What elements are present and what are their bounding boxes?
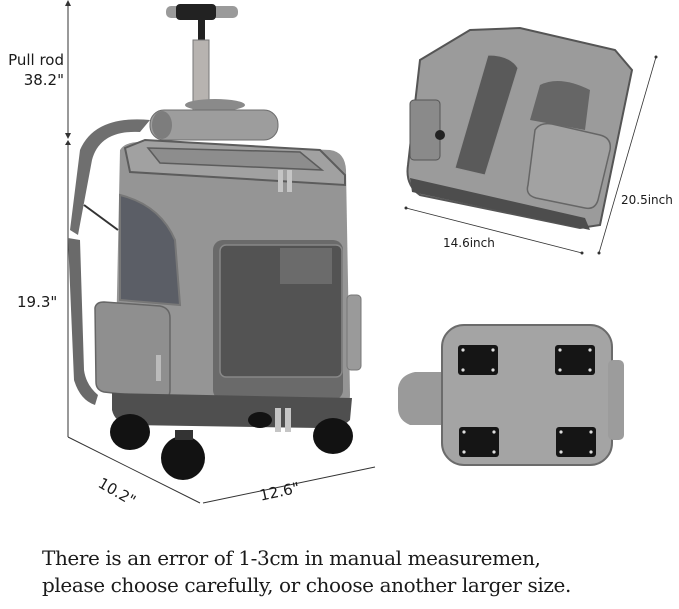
pull-rod-value: 38.2" (23, 71, 64, 89)
carrier-body (94, 138, 362, 432)
pull-rod-dimension: Pull rod 38.2" (0, 50, 64, 90)
dimension-lines-main (67, 2, 376, 504)
folded-carrier (406, 26, 634, 230)
shoulder-strap (68, 119, 150, 405)
wheels (110, 412, 353, 480)
pull-rod-label: Pull rod (8, 51, 64, 69)
folded-height-dimension: 20.5inch (621, 193, 673, 207)
pull-rod (166, 4, 238, 111)
height-dimension: 19.3" (17, 293, 58, 311)
bottom-view (398, 324, 624, 466)
folded-width-dimension: 14.6inch (443, 236, 495, 250)
disclaimer-line-2: please choose carefully, or choose anoth… (42, 573, 571, 597)
disclaimer-line-1: There is an error of 1-3cm in manual mea… (42, 546, 541, 570)
measurement-disclaimer: There is an error of 1-3cm in manual mea… (42, 545, 672, 599)
